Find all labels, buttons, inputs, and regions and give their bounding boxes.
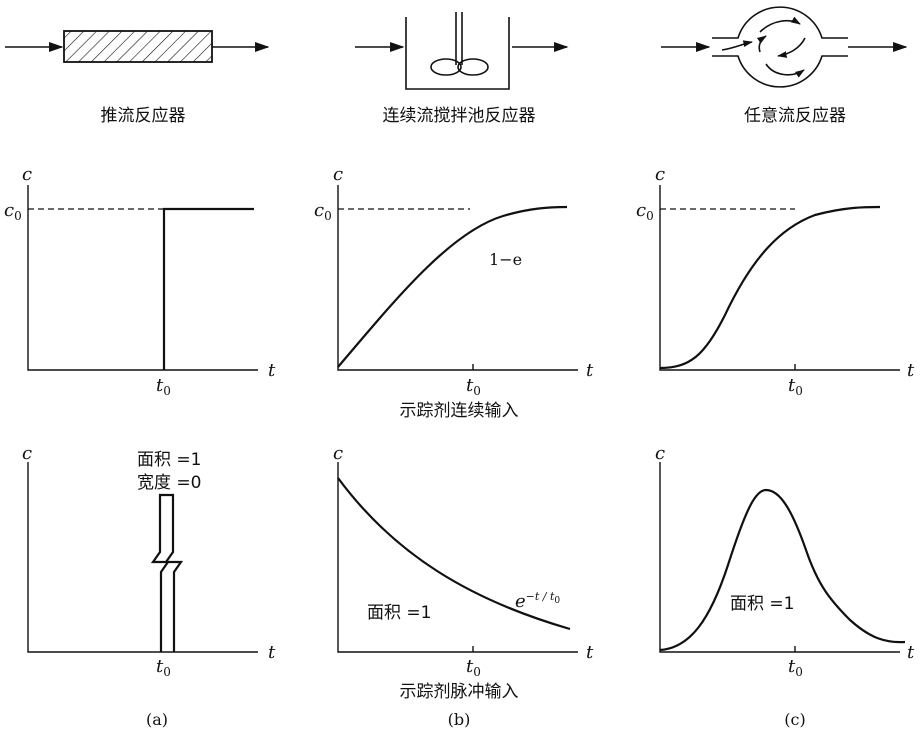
c0-label: c0 bbox=[4, 200, 22, 223]
t0-tick-label: t0 bbox=[788, 375, 803, 398]
pulse-width-label: 宽度 =0 bbox=[137, 473, 201, 493]
flow-swirl-arrow bbox=[759, 16, 801, 33]
pulse-input-caption: 示踪剂脉冲输入 bbox=[400, 682, 519, 702]
exponential-decay-curve bbox=[337, 477, 571, 631]
c0-label: c0 bbox=[314, 200, 332, 223]
column-label-b: (b) bbox=[448, 710, 471, 729]
stirred-tank bbox=[405, 17, 510, 90]
x-axis-label: t bbox=[907, 360, 915, 381]
flow-swirl-arrow bbox=[756, 35, 767, 53]
axes bbox=[27, 462, 258, 653]
continuous-input-caption: 示踪剂连续输入 bbox=[400, 401, 519, 421]
axes bbox=[337, 462, 578, 653]
plot-pulse-cstr: c t e−t / t0 面积 =1 t0 bbox=[333, 443, 594, 679]
plot-continuous-cstr: c t c0 1−e t0 bbox=[314, 164, 594, 398]
t0-tick-label: t0 bbox=[156, 656, 171, 679]
plot-pulse-arbitrary: c t 面积 =1 t0 bbox=[655, 443, 915, 679]
plug-flow-reactor-label: 推流反应器 bbox=[101, 106, 186, 126]
t0-tick-label: t0 bbox=[466, 375, 481, 398]
t0-tick-label: t0 bbox=[156, 375, 171, 398]
y-axis-label: c bbox=[655, 164, 665, 185]
area-label: 面积 =1 bbox=[367, 603, 431, 623]
arbitrary-flow-reactor-label: 任意流反应器 bbox=[744, 106, 846, 126]
y-axis-label: c bbox=[333, 164, 343, 185]
cstr-reactor-icon bbox=[355, 12, 569, 90]
dirac-pulse-spike bbox=[150, 493, 184, 652]
curve-label: e−t / t0 bbox=[515, 590, 560, 612]
x-axis-label: t bbox=[586, 360, 594, 381]
cstr-reactor-label: 连续流搅拌池反应器 bbox=[383, 106, 536, 126]
y-axis-label: c bbox=[655, 443, 665, 464]
pulse-area-label: 面积 =1 bbox=[137, 450, 201, 470]
axes bbox=[27, 185, 258, 371]
t0-tick-label: t0 bbox=[466, 656, 481, 679]
x-axis-label: t bbox=[907, 642, 915, 663]
arbitrary-flow-reactor-icon bbox=[661, 6, 908, 88]
impeller-blade-right bbox=[457, 58, 489, 76]
bell-shaped-curve bbox=[659, 488, 906, 652]
y-axis-label: c bbox=[333, 443, 343, 464]
x-axis-label: t bbox=[586, 642, 594, 663]
impeller-blade-left bbox=[430, 58, 462, 76]
x-axis-label: t bbox=[268, 642, 276, 663]
plot-continuous-plug: c t c0 t0 bbox=[4, 164, 276, 398]
flow-swirl-arrow bbox=[777, 37, 806, 58]
curve-label: 1−e bbox=[489, 250, 522, 269]
axes bbox=[659, 462, 900, 653]
column-label-c: (c) bbox=[784, 710, 805, 729]
exponential-rise-curve bbox=[337, 205, 568, 368]
flow-swirl-arrow bbox=[765, 63, 805, 78]
axes bbox=[659, 185, 900, 371]
t0-tick-label: t0 bbox=[788, 656, 803, 679]
vessel-lower bbox=[712, 55, 848, 88]
step-response-curve bbox=[162, 207, 254, 370]
c0-label: c0 bbox=[636, 200, 654, 223]
y-axis-label: c bbox=[22, 164, 32, 185]
plug-flow-reactor-icon bbox=[5, 30, 270, 63]
vessel-upper bbox=[712, 6, 848, 39]
flow-swirl-arrow bbox=[721, 40, 753, 51]
x-axis-label: t bbox=[268, 360, 276, 381]
axes bbox=[337, 185, 578, 371]
plot-pulse-plug: c t 面积 =1 宽度 =0 t0 bbox=[22, 443, 276, 679]
column-label-a: (a) bbox=[146, 710, 168, 729]
area-label: 面积 =1 bbox=[730, 594, 794, 614]
y-axis-label: c bbox=[22, 443, 32, 464]
s-shaped-curve bbox=[659, 205, 881, 370]
plug-flow-tube bbox=[63, 30, 213, 63]
plot-continuous-arbitrary: c t c0 t0 bbox=[636, 164, 915, 398]
